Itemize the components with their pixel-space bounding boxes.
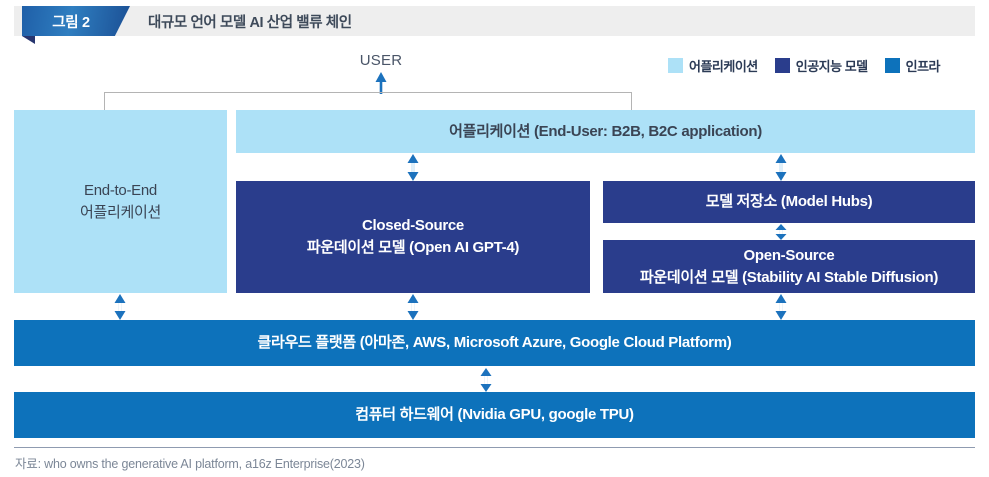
box-application[interactable]: 어플리케이션 (End-User: B2B, B2C application)	[236, 110, 975, 153]
figure-tag-tail	[22, 36, 35, 44]
header-bar	[14, 6, 975, 36]
arrow-user-up-icon	[374, 72, 388, 94]
box-open-source-foundation-model[interactable]: Open-Source 파운데이션 모델 (Stability AI Stabl…	[603, 240, 975, 293]
box-text: End-to-End 어플리케이션	[79, 181, 161, 221]
box-text: 컴퓨터 하드웨어 (Nvidia GPU, google TPU)	[355, 406, 634, 424]
footer-divider	[14, 447, 975, 448]
legend-item-ai-model: 인공지능 모델	[774, 56, 868, 75]
legend-label: 인공지능 모델	[795, 59, 868, 74]
arrow-open-source-to-cloud-icon	[773, 294, 789, 320]
legend: 어플리케이션 인공지능 모델 인프라	[668, 56, 941, 75]
arrow-cloud-to-hardware-icon	[478, 368, 494, 392]
figure-tag-label: 그림 2	[52, 14, 90, 31]
arrow-app-to-model-hubs-icon	[773, 154, 789, 181]
box-cloud-platform[interactable]: 클라우드 플랫폼 (아마존, AWS, Microsoft Azure, Goo…	[14, 320, 975, 366]
legend-label: 어플리케이션	[689, 59, 758, 74]
bracket-connector	[104, 92, 632, 111]
legend-swatch-icon	[668, 58, 683, 73]
page-title: 대규모 언어 모델 AI 산업 밸류 체인	[148, 14, 352, 31]
legend-item-infra: 인프라	[884, 56, 941, 75]
arrow-app-to-closed-source-icon	[405, 154, 421, 181]
legend-swatch-icon	[774, 58, 790, 73]
source-note: 자료: who owns the generative AI platform,…	[15, 457, 365, 471]
box-computer-hardware[interactable]: 컴퓨터 하드웨어 (Nvidia GPU, google TPU)	[14, 392, 975, 438]
box-model-hubs[interactable]: 모델 저장소 (Model Hubs)	[603, 181, 975, 223]
legend-item-application: 어플리케이션	[668, 56, 758, 75]
legend-swatch-icon	[884, 58, 900, 73]
arrow-model-hubs-to-open-source-icon	[773, 224, 789, 240]
arrow-closed-source-to-cloud-icon	[405, 294, 421, 320]
box-text: Open-Source 파운데이션 모델 (Stability AI Stabl…	[639, 246, 939, 286]
box-text: 클라우드 플랫폼 (아마존, AWS, Microsoft Azure, Goo…	[257, 334, 732, 352]
box-end-to-end-application[interactable]: End-to-End 어플리케이션	[14, 110, 227, 293]
figure-tag: 그림 2	[22, 6, 130, 36]
box-text: 모델 저장소 (Model Hubs)	[705, 193, 873, 211]
user-label: USER	[359, 52, 403, 69]
box-closed-source-foundation-model[interactable]: Closed-Source 파운데이션 모델 (Open AI GPT-4)	[236, 181, 590, 293]
legend-label: 인프라	[905, 59, 941, 74]
box-text: Closed-Source 파운데이션 모델 (Open AI GPT-4)	[306, 217, 520, 256]
arrow-end-to-end-to-cloud-icon	[112, 294, 128, 320]
box-text: 어플리케이션 (End-User: B2B, B2C application)	[449, 122, 762, 140]
